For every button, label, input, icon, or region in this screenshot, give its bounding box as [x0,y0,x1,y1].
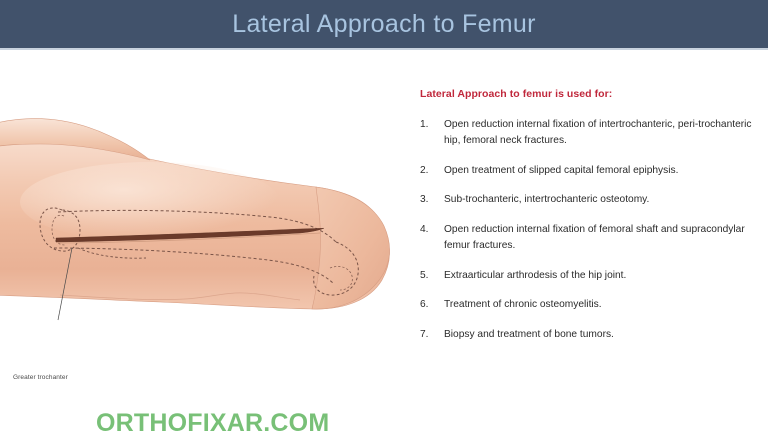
list-item: 3. Sub-trochanteric, intertrochanteric o… [420,192,762,209]
subtrochanteric-dashed-outline [77,247,147,259]
list-item-text: Open treatment of slipped capital femora… [444,164,679,176]
indications-list: 1. Open reduction internal fixation of i… [420,117,762,344]
thigh-highlight [20,162,280,242]
list-item-text: Sub-trochanteric, intertrochanteric oste… [444,194,650,206]
list-item: 4. Open reduction internal fixation of f… [420,222,762,255]
list-item-number: 7. [420,328,429,340]
header-bar: Lateral Approach to Femur [0,0,768,48]
lateral-thigh-femur-approach-illustration [0,118,390,321]
header-divider [0,48,768,50]
list-item: 1. Open reduction internal fixation of i… [420,117,762,150]
list-item-text: Open reduction internal fixation of inte… [444,118,752,147]
femoral-condyle-dashed-outline [313,241,359,296]
lower-contour-line [59,292,301,301]
list-item-number: 3. [420,194,429,206]
list-item: 5. Extraarticular arthrodesis of the hip… [420,268,762,285]
greater-trochanter-leader-line [57,247,73,321]
indications-panel: Lateral Approach to femur is used for: 1… [420,88,762,343]
list-item-text: Extraarticular arthrodesis of the hip jo… [444,269,627,281]
incision-shadow [57,232,321,244]
list-item-number: 6. [420,299,429,311]
list-item-number: 2. [420,164,429,176]
upper-skin-fold [0,118,151,161]
list-item-number: 5. [420,269,429,281]
knee-region [311,186,390,310]
list-item: 2. Open treatment of slipped capital fem… [420,163,762,180]
greater-trochanter-label: Greater trochanter [13,374,68,381]
list-item: 6. Treatment of chronic osteomyelitis. [420,297,762,314]
list-item-text: Biopsy and treatment of bone tumors. [444,328,614,340]
illustration-panel: Greater trochanter ORTHOFIXAR.COM [0,52,410,432]
list-item-number: 4. [420,223,429,235]
greater-trochanter-dashed-outline [39,207,81,252]
site-watermark: ORTHOFIXAR.COM [96,409,330,432]
condyle-inner-dashed-outline [329,266,353,291]
trochanter-inner-contour [51,214,66,246]
page-title: Lateral Approach to Femur [232,9,536,38]
indications-heading: Lateral Approach to femur is used for: [420,88,613,100]
list-item-text: Open reduction internal fixation of femo… [444,223,745,252]
list-item: 7. Biopsy and treatment of bone tumors. [420,327,762,344]
femur-shaft-lower-dashed-outline [53,247,335,285]
list-item-number: 1. [420,118,429,130]
list-item-text: Treatment of chronic osteomyelitis. [444,299,602,311]
